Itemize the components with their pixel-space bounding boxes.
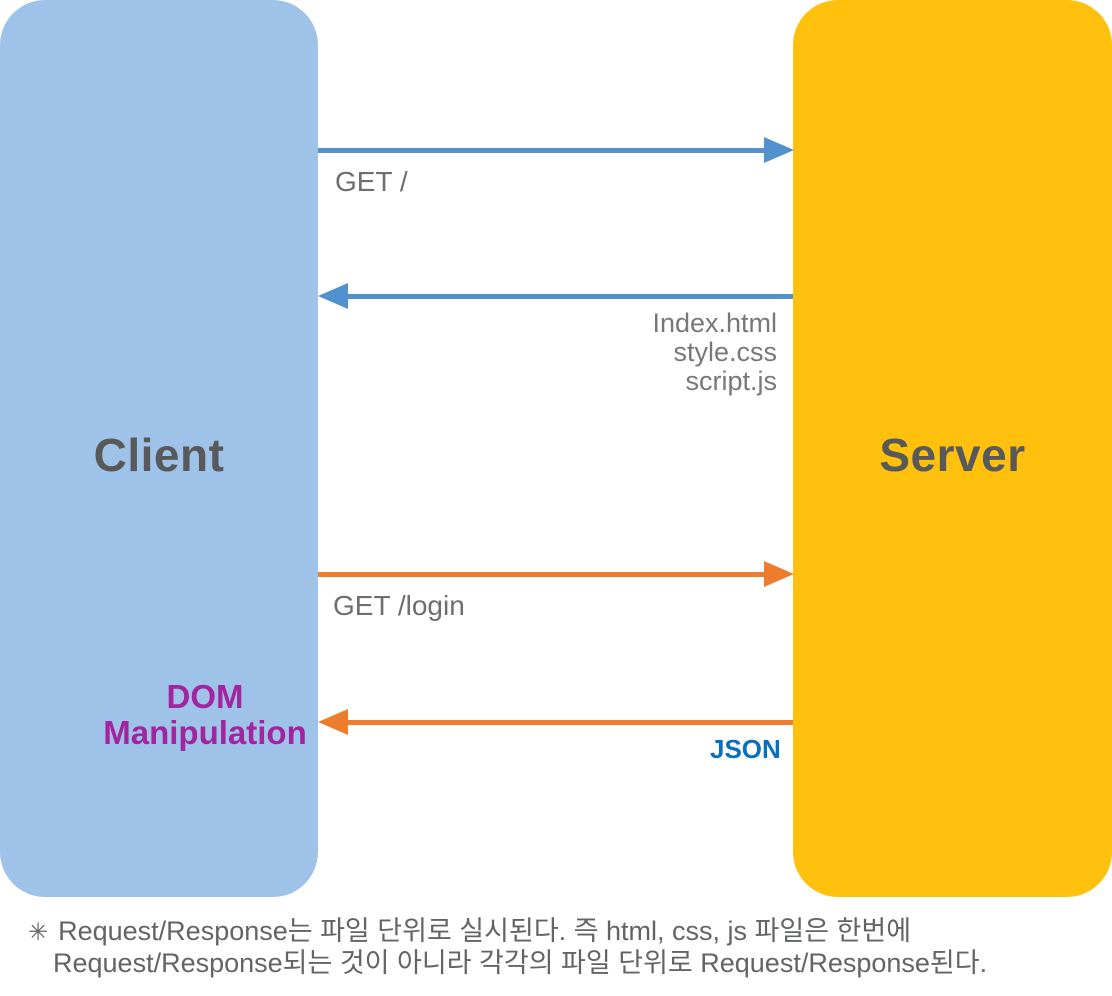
arrow-request-login-line [318,572,764,577]
arrowhead-left-icon [318,283,348,309]
footnote-line-2: Request/Response되는 것이 아니라 각각의 파일 단위로 Req… [53,948,988,978]
arrowhead-left-icon [318,709,348,735]
server-box: Server [793,0,1112,897]
response-files-label: Index.html style.css script.js [577,309,777,396]
request-root-label: GET / [335,166,408,197]
footnote: ✳ Request/Response는 파일 단위로 실시된다. 즉 html, … [28,916,987,978]
asterisk-icon: ✳ [28,919,49,946]
response-file-item: Index.html [652,308,777,338]
response-file-item: script.js [685,366,777,396]
request-login-label: GET /login [333,590,465,621]
response-json-label: JSON [710,734,781,764]
client-box: Client [0,0,318,897]
arrow-response-json-line [348,720,793,725]
dom-manipulation-line: DOM [166,678,244,715]
server-label: Server [879,429,1026,481]
arrowhead-right-icon [764,137,794,163]
arrow-response-files-line [348,294,793,299]
footnote-text-1: Request/Response는 파일 단위로 실시된다. 즉 html, c… [58,916,912,946]
dom-manipulation-line: Manipulation [103,714,307,751]
response-file-item: style.css [673,337,777,367]
dom-manipulation-annotation: DOM Manipulation [85,679,325,751]
arrow-request-root-line [318,148,764,153]
footnote-line-1: ✳ Request/Response는 파일 단위로 실시된다. 즉 html, … [28,916,987,948]
client-label: Client [93,429,225,481]
arrowhead-right-icon [764,561,794,587]
